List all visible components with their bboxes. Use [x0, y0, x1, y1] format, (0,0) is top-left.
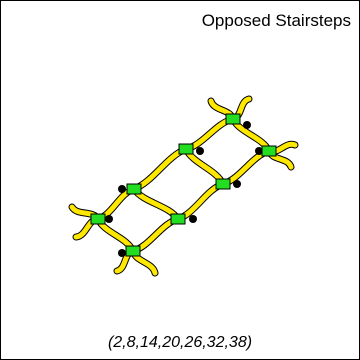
junction-node-4 — [126, 183, 142, 195]
tip-dot-4 — [189, 215, 197, 223]
junction-node-1 — [178, 143, 194, 155]
junction-node-0 — [225, 113, 241, 125]
tip-dot-6 — [105, 215, 113, 223]
tip-dot-2 — [255, 147, 263, 155]
junction-node-3 — [90, 213, 106, 225]
figure-caption: (2,8,14,20,26,32,38) — [107, 334, 253, 351]
lattice-links — [68, 95, 299, 277]
link-2 — [131, 146, 189, 192]
tip-dot-0 — [243, 121, 251, 129]
junction-node-6 — [170, 213, 186, 225]
lattice-nodes — [90, 113, 277, 257]
junction-node-7 — [125, 245, 141, 257]
tip-dot-5 — [118, 185, 126, 193]
tip-dot-3 — [233, 180, 241, 188]
tip-dot-7 — [118, 249, 126, 257]
figure-title: Opposed Stairsteps — [201, 11, 351, 30]
junction-node-2 — [261, 145, 277, 157]
junction-node-5 — [215, 178, 231, 190]
tip-dot-1 — [196, 147, 204, 155]
